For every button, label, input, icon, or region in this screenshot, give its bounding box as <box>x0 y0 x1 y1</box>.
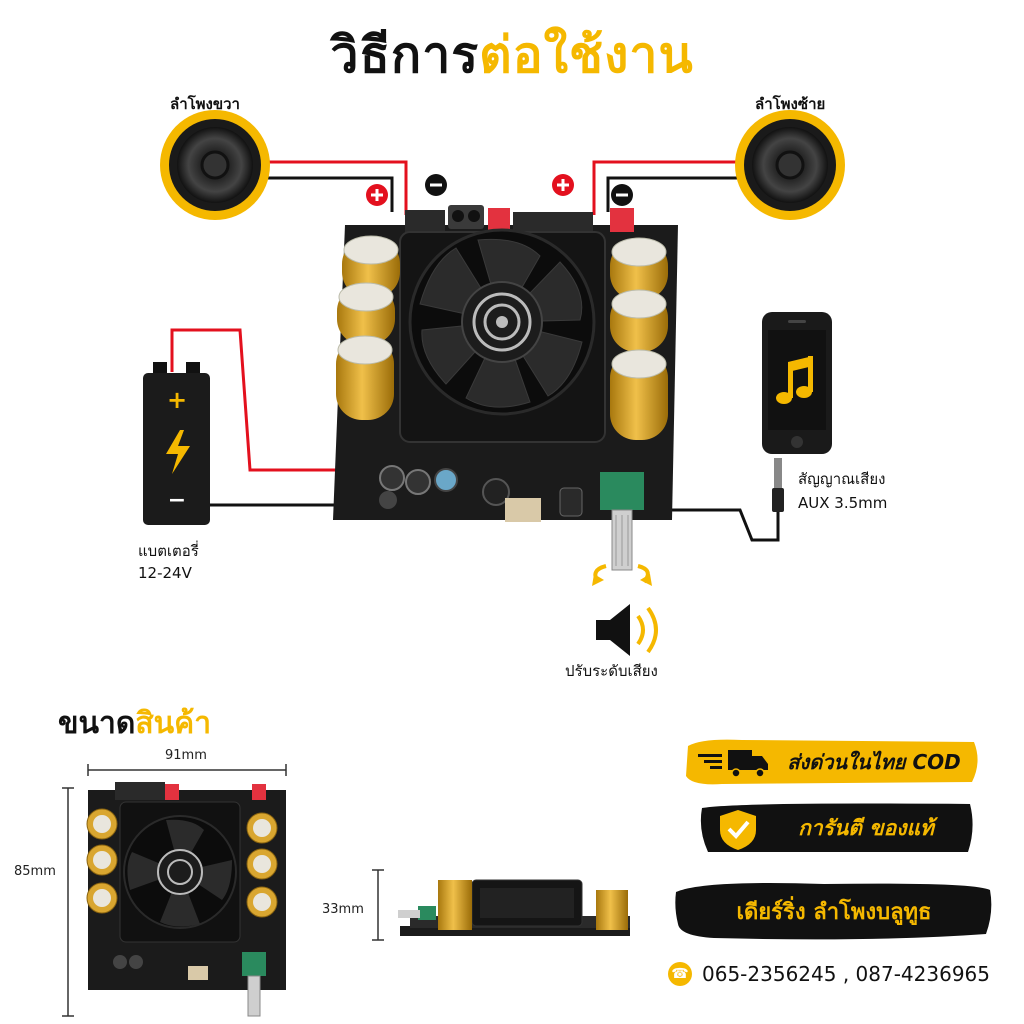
shop-badge-text: เดียร์ริ่ง ลำโพงบลูทูธ <box>736 899 932 925</box>
contact-phones: 065-2356245 , 087-4236965 <box>702 962 990 986</box>
shield-check-icon <box>720 810 756 850</box>
guarantee-badge-text: การันตี ของแท้ <box>798 815 934 840</box>
music-note-icon <box>776 356 813 404</box>
left-speaker-label: ลำโพงซ้าย <box>755 95 826 113</box>
guarantee-badge: การันตี ของแท้ <box>698 800 976 856</box>
shop-badge: เดียร์ริ่ง ลำโพงบลูทูธ <box>674 878 994 944</box>
battery-plus-sign: + <box>166 386 188 414</box>
wiring-diagram <box>143 110 845 656</box>
left-speaker-red-wire <box>592 160 738 215</box>
aux-cable <box>655 505 780 542</box>
size-title-part1: ขนาด <box>58 706 136 741</box>
delivery-truck-icon <box>698 750 768 778</box>
battery-red-wire <box>170 328 345 472</box>
audio-input-label-line2: AUX 3.5mm <box>798 494 888 512</box>
phone-icon <box>762 312 832 454</box>
volume-speaker-icon <box>596 604 658 656</box>
depth-dimension-label: 33mm <box>322 902 364 917</box>
rotate-arrows-icon <box>592 564 652 586</box>
audio-input-label-line1: สัญญาณเสียง <box>798 470 886 488</box>
battery-icon <box>143 362 210 525</box>
shipping-badge: ส่งด่วนในไทย COD <box>682 736 982 788</box>
amplifier-board <box>333 205 678 571</box>
battery-label-line1: แบตเตอรี่ <box>138 542 199 560</box>
volume-label: ปรับระดับเสียง <box>565 662 658 680</box>
left-minus-icon <box>611 184 633 206</box>
right-plus-icon <box>366 184 388 206</box>
left-speaker-icon <box>735 110 845 220</box>
phone-call-icon: ☎ <box>668 962 692 986</box>
right-speaker-red-wire <box>262 160 408 215</box>
title-part2: ต่อใช้งาน <box>479 26 694 84</box>
left-plus-icon <box>552 174 574 196</box>
right-speaker-black-wire <box>262 176 394 212</box>
left-speaker-black-wire <box>606 176 738 212</box>
width-dimension-label: 91mm <box>165 748 207 763</box>
right-minus-icon <box>425 174 447 196</box>
right-speaker-label: ลำโพงขวา <box>170 95 240 113</box>
contact-line: ☎ 065-2356245 , 087-4236965 <box>668 962 990 986</box>
aux-jack-icon <box>772 458 784 512</box>
battery-minus-sign: − <box>167 488 187 513</box>
size-diagram <box>62 764 630 1017</box>
height-dimension-label: 85mm <box>14 864 56 879</box>
battery-label-line2: 12-24V <box>138 564 192 582</box>
shipping-badge-text: ส่งด่วนในไทย COD <box>787 750 961 774</box>
page-title: วิธีการต่อใช้งาน <box>0 20 1024 90</box>
board-side-view <box>398 879 630 936</box>
size-title-part2: สินค้า <box>135 706 212 741</box>
right-speaker-icon <box>160 110 270 220</box>
title-part1: วิธีการ <box>330 26 480 84</box>
size-section-title: ขนาดสินค้า <box>58 702 211 746</box>
board-top-view <box>86 782 286 1017</box>
